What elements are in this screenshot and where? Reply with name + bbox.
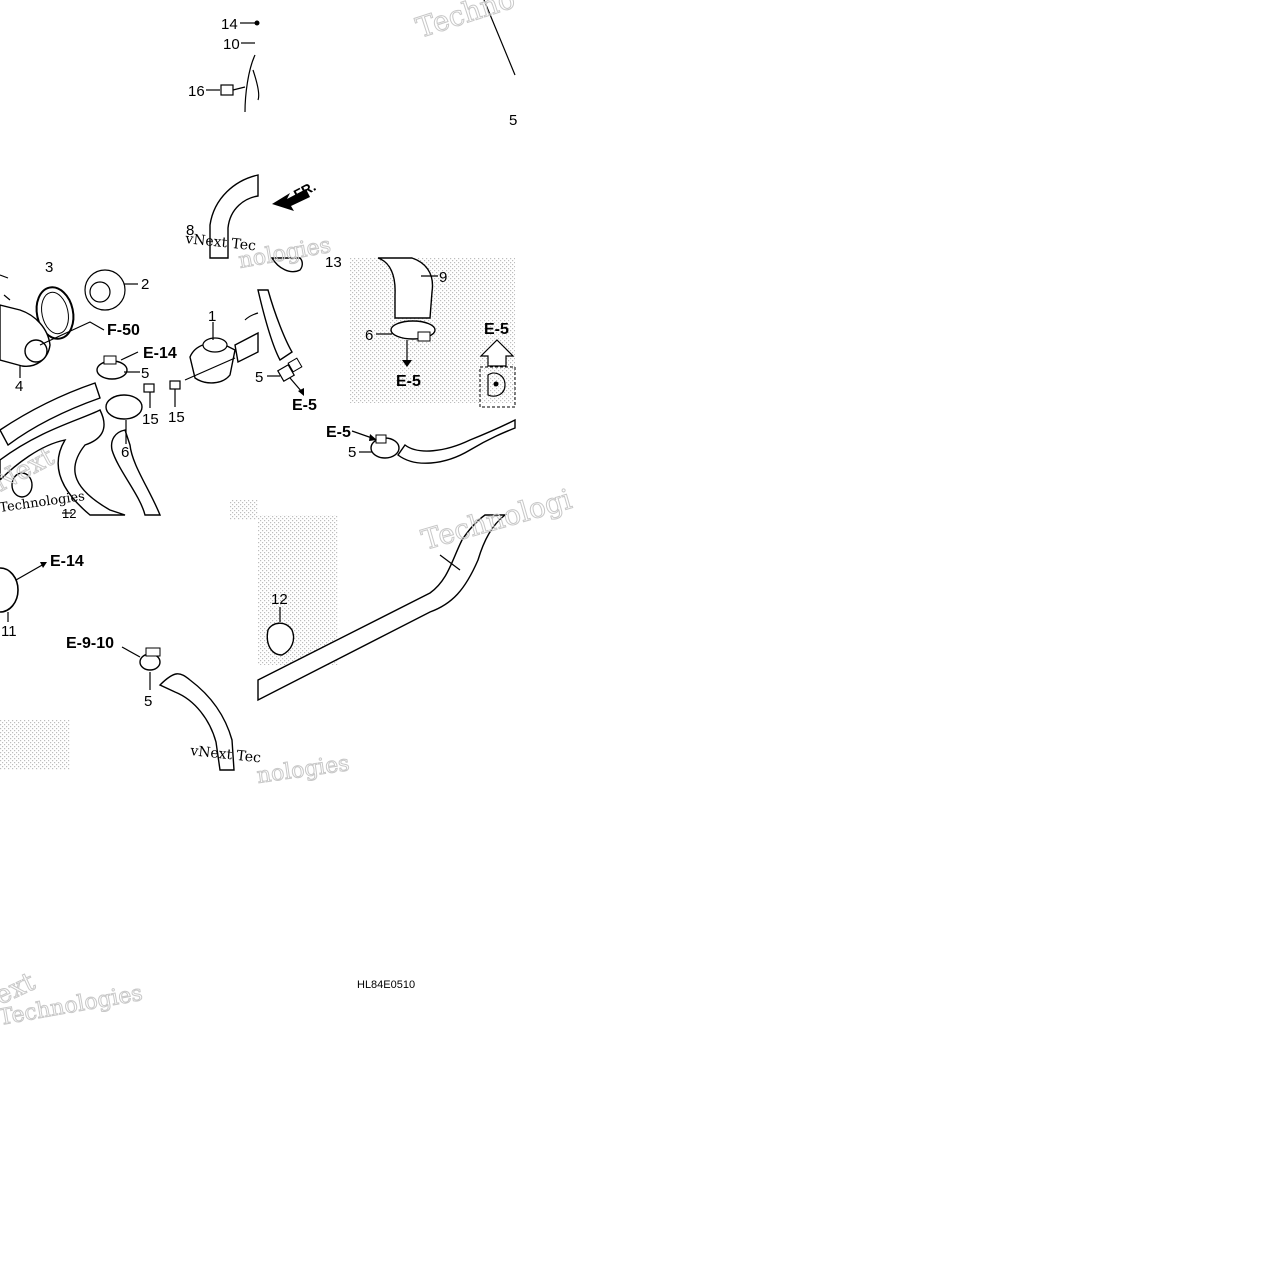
- dither-area-left: [0, 720, 70, 770]
- up-arrow-outline: [479, 339, 515, 367]
- svg-text:vNext Tec: vNext Tec: [184, 231, 257, 254]
- part-label-9: 9: [439, 269, 447, 286]
- ref-e5-lower: E-5: [326, 424, 351, 441]
- mid-right-tile: [257, 257, 516, 464]
- svg-text:Techno: Techno: [412, 0, 519, 45]
- part-label-5-hose: 5: [255, 369, 263, 386]
- part-label-11: 11: [1, 623, 17, 640]
- bottom-left-tile: [0, 562, 235, 771]
- part-label-15-b: 15: [168, 409, 185, 426]
- ref-e14-top: E-14: [143, 345, 177, 362]
- part-label-6-right: 6: [365, 327, 373, 344]
- ref-e9-10: E-9-10: [66, 635, 114, 652]
- bottom-right-tile: [257, 514, 508, 702]
- reference-labels: F-50 E-14 E-5 E-5 E-5 E-5 E-14 E-9-10: [50, 321, 509, 652]
- top-tile: [206, 0, 516, 113]
- part-label-6-left: 6: [121, 444, 129, 461]
- ref-e14-bottom: E-14: [50, 553, 84, 570]
- part-label-14: 14: [221, 16, 238, 33]
- part-label-2: 2: [141, 276, 149, 293]
- part-label-12-tail: 12: [62, 506, 76, 521]
- part-label-5-lower: 5: [348, 444, 356, 461]
- part-label-5-clamp: 5: [141, 365, 149, 382]
- ref-f50: F-50: [107, 322, 140, 339]
- part-label-1: 1: [208, 308, 216, 325]
- part-label-10: 10: [223, 36, 240, 53]
- part-label-12: 12: [271, 591, 288, 608]
- part-label-13: 13: [325, 254, 342, 271]
- direction-arrow: [272, 189, 310, 211]
- part-labels: 14 10 16 5 8 13 3 2 9 1 6 4 5 5 15 15 6 …: [1, 16, 517, 710]
- part-label-3: 3: [45, 259, 53, 276]
- part-label-5-bottom: 5: [144, 693, 152, 710]
- dither-area-tail: [230, 500, 258, 520]
- ref-e5-hose: E-5: [292, 397, 317, 414]
- mid-left-tile: [0, 174, 310, 516]
- ref-e5-right: E-5: [484, 321, 509, 338]
- part-label-16: 16: [188, 83, 205, 100]
- ref-e5-clamp: E-5: [396, 373, 421, 390]
- drawing-code: HL84E0510: [357, 979, 415, 991]
- part-label-8: 8: [186, 222, 194, 239]
- part-label-4: 4: [15, 378, 23, 395]
- part-label-15-a: 15: [142, 411, 159, 428]
- part-label-5-top: 5: [509, 112, 517, 129]
- svg-text:Technologi: Technologi: [418, 482, 576, 556]
- svg-text:nologies: nologies: [255, 751, 351, 789]
- svg-text:vNext Tec: vNext Tec: [189, 743, 262, 766]
